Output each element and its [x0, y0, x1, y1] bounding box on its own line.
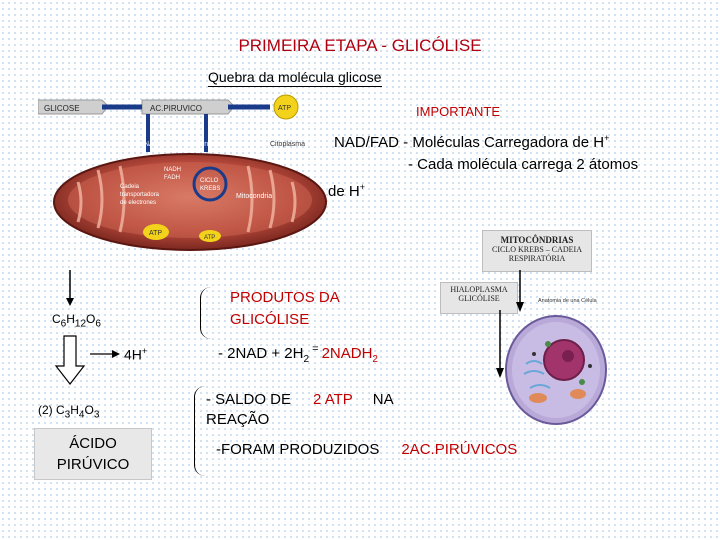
produtos-bracket — [200, 287, 211, 339]
nadh-fadh-label-1: NADH — [164, 167, 181, 173]
ac-piruvico-label: AC.PIRUVICO — [150, 104, 202, 113]
important-label: IMPORTANTE — [416, 104, 501, 119]
glucose-formula: C6H12O6 — [52, 312, 101, 330]
cadeia-label-2: transportadora — [120, 192, 160, 198]
nad-fad-line2: - Cada molécula carrega 2 átomos — [408, 156, 639, 173]
nadh-label: NADH — [144, 141, 164, 148]
cadeia-label-1: Cadeia — [120, 184, 140, 190]
mitocondrias-title: MITOCÔNDRIAS — [500, 235, 574, 245]
nad-fad-line1: NAD/FAD - Moléculas Carregadora de H — [334, 134, 605, 151]
mitocondrias-line2: RESPIRATÓRIA — [508, 254, 566, 263]
product-formula: (2) C3H4O3 — [38, 403, 100, 421]
mitocondrias-box: MITOCÔNDRIAS CICLO KREBS – CADEIA RESPIR… — [482, 230, 592, 272]
citoplasma-label: Citoplasma — [270, 141, 305, 148]
piruvato-label: Piruvato — [198, 141, 224, 148]
acido-line1: ÁCIDO — [69, 435, 117, 452]
arrows-to-cell — [496, 270, 524, 378]
nad-fad-line3: de H — [328, 183, 360, 200]
atp-left-label: ATP — [149, 230, 162, 237]
mitocondrias-line1: CICLO KREBS – CADEIA — [491, 245, 582, 254]
cell-illustration: Anatomia de una Célula — [505, 298, 607, 425]
acido-line2: PIRÚVICO — [56, 456, 130, 473]
acido-piruvico-box: ÁCIDO PIRÚVICO — [34, 428, 152, 480]
mitocondria-label: Mitocondria — [236, 193, 272, 200]
nad-fad-text: NAD/FAD - Moléculas Carregadora de H+ - … — [328, 133, 639, 200]
mitochondria-diagram: GLICOSE AC.PIRUVICO ATP NADH Piruvato Ci… — [38, 94, 327, 251]
ciclo-krebs-label-1: CICLO — [200, 178, 219, 184]
glicose-label: GLICOSE — [44, 104, 80, 113]
nadh-fadh-label-2: FADH — [164, 175, 180, 181]
hialo-line1: HIALOPLASMA — [450, 285, 508, 294]
atp-right-label: ATP — [204, 235, 215, 241]
cell-caption: Anatomia de una Célula — [538, 298, 598, 304]
page-title: PRIMEIRA ETAPA - GLICÓLISE — [238, 36, 482, 55]
ciclo-krebs-label-2: KREBS — [200, 186, 220, 192]
saldo-bracket — [194, 386, 205, 476]
subtitle: Quebra da molécula glicose — [208, 69, 382, 87]
cadeia-label-3: de electrones — [120, 200, 156, 206]
produtos-title: PRODUTOS DA GLICÓLISE — [230, 289, 340, 328]
h-plus: 4H+ — [124, 346, 148, 363]
hialo-line2: GLICÓLISE — [458, 294, 500, 303]
reaction-arrows — [54, 270, 120, 385]
atp-top-label: ATP — [278, 105, 291, 112]
hialoplasma-box: HIALOPLASMA GLICÓLISE — [440, 282, 518, 314]
nad-line: - 2NAD + 2H2 = 2NADH2 — [218, 343, 378, 365]
